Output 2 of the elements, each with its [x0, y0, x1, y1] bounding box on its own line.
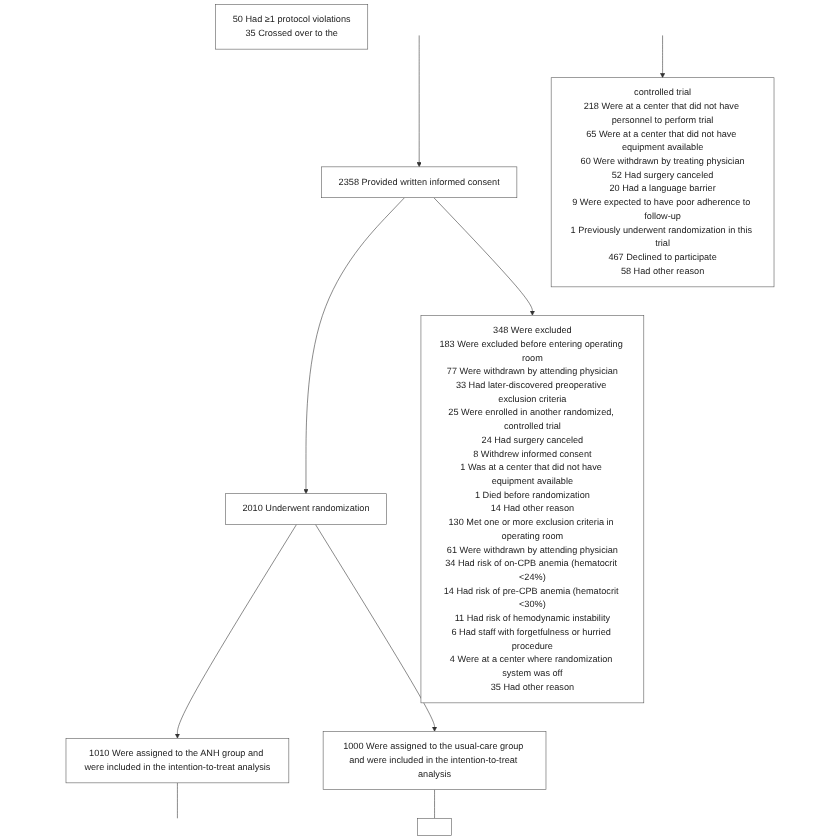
- node-box: [417, 818, 452, 836]
- connector: [177, 782, 178, 819]
